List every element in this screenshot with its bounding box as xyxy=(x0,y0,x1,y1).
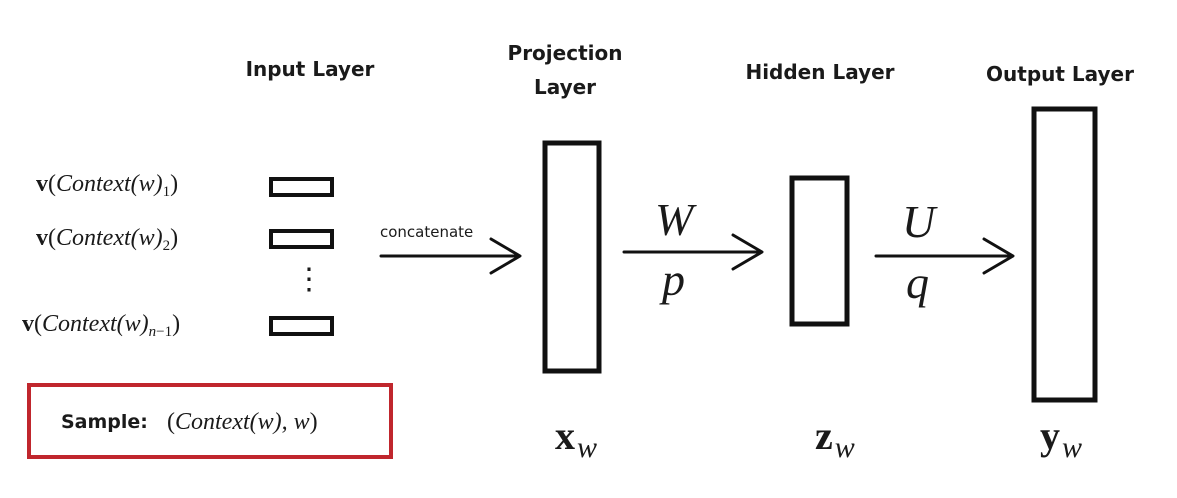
hidden-layer-box xyxy=(789,175,850,327)
input-label-2-fn: v xyxy=(36,225,48,251)
vector-y-subscript: w xyxy=(1062,431,1083,464)
input-label-n-arg: (w) xyxy=(116,311,149,337)
input-label-1-open: ( xyxy=(48,171,56,197)
input-label-n-word: Context xyxy=(42,311,117,337)
input-ellipsis: ⋮ xyxy=(294,263,324,296)
projection-layer-title-line1: Projection xyxy=(507,41,623,65)
concatenate-arrow xyxy=(379,237,522,275)
projection-layer-box xyxy=(542,140,602,374)
projection-layer-title-line2: Layer xyxy=(533,75,597,99)
param-U: U xyxy=(902,196,936,247)
sample-w: w xyxy=(293,409,310,435)
sample-open: ( xyxy=(167,409,175,435)
projection-to-hidden-arrow xyxy=(622,233,764,271)
input-label-2: v(Context(w)2) xyxy=(36,225,178,255)
param-W: W xyxy=(655,194,694,245)
input-label-n-sub-rest: −1 xyxy=(156,324,173,340)
input-label-1-fn: v xyxy=(36,171,48,197)
sample-word: Context xyxy=(175,409,250,435)
input-label-2-close: ) xyxy=(170,225,179,251)
sample-expression: (Context(w), w) xyxy=(167,409,318,436)
input-label-1-arg: (w) xyxy=(130,171,163,197)
input-box-2 xyxy=(269,229,334,249)
output-layer-title: Output Layer xyxy=(986,62,1134,86)
input-label-n: v(Context(w)n−1) xyxy=(22,311,180,341)
vector-y-w: yw xyxy=(1040,412,1082,465)
input-label-1: v(Context(w)1) xyxy=(36,171,178,201)
input-label-n-fn: v xyxy=(22,311,34,337)
input-label-n-close: ) xyxy=(172,311,181,337)
input-box-n xyxy=(269,316,334,336)
concatenate-label: concatenate xyxy=(380,223,474,241)
input-label-2-open: ( xyxy=(48,225,56,251)
hidden-layer-title: Hidden Layer xyxy=(745,60,895,84)
input-label-2-arg: (w) xyxy=(130,225,163,251)
input-label-n-sub: n−1 xyxy=(149,324,172,340)
input-label-2-word: Context xyxy=(56,225,131,251)
vector-z-symbol: z xyxy=(815,413,833,458)
vector-x-subscript: w xyxy=(577,431,598,464)
sample-box: Sample: (Context(w), w) xyxy=(27,383,393,459)
input-label-1-close: ) xyxy=(170,171,179,197)
vector-z-subscript: w xyxy=(834,431,855,464)
hidden-to-output-arrow xyxy=(874,237,1015,275)
projection-layer-title: Projection Layer xyxy=(480,36,650,104)
input-layer-title: Input Layer xyxy=(245,57,375,81)
sample-label: Sample: xyxy=(61,411,148,433)
vector-z-w: zw xyxy=(815,412,855,465)
input-label-1-sub: 1 xyxy=(162,184,171,200)
vector-x-w: xw xyxy=(555,412,597,465)
vector-x-symbol: x xyxy=(555,413,575,458)
output-layer-box xyxy=(1031,106,1098,403)
param-q: q xyxy=(906,257,929,308)
input-label-n-sub-var: n xyxy=(148,324,157,340)
sample-arg: (w), xyxy=(249,409,294,435)
input-label-2-sub: 2 xyxy=(162,238,171,254)
input-box-1 xyxy=(269,177,334,197)
input-label-1-word: Context xyxy=(56,171,131,197)
sample-close: ) xyxy=(309,409,318,435)
input-label-n-open: ( xyxy=(34,311,42,337)
vector-y-symbol: y xyxy=(1040,413,1060,458)
param-p: p xyxy=(662,254,685,305)
